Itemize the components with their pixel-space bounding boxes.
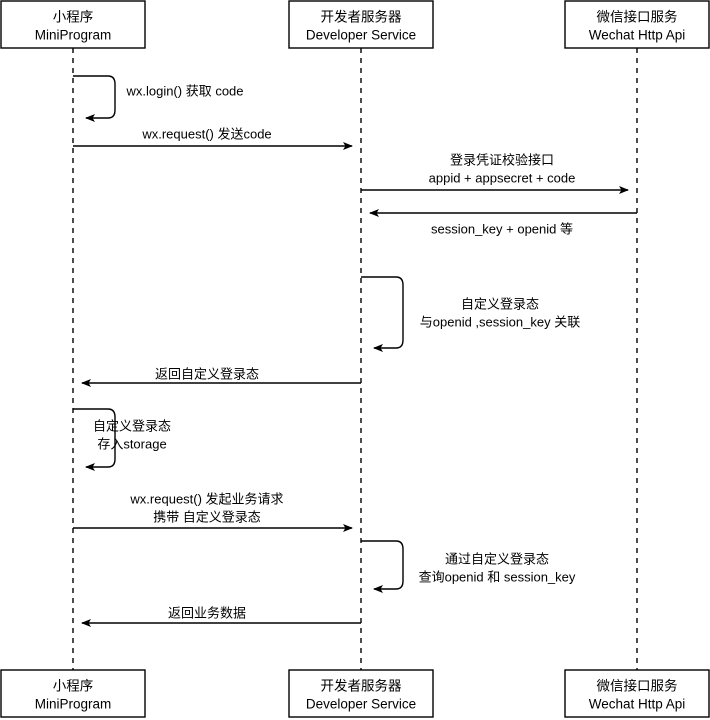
participant-box-developer-service-bottom[interactable]: 开发者服务器 Developer Service [288, 669, 434, 718]
message-wx-request-business[interactable]: wx.request() 发起业务请求 携带 自定义登录态 [73, 491, 353, 532]
message-session-key-openid[interactable]: session_key + openid 等 [369, 209, 637, 236]
participant-title-en: MiniProgram [35, 697, 112, 712]
participant-box-rect [288, 0, 434, 49]
participant-title-cn: 开发者服务器 [321, 679, 402, 694]
message-self-query-openid[interactable]: 通过自定义登录态 查询openid 和 session_key [361, 540, 576, 593]
participant-box-rect [564, 669, 710, 718]
message-login-credential-verify[interactable]: 登录凭证校验接口 appid + appsecret + code [361, 152, 629, 194]
message-label-line2: 存入storage [97, 436, 166, 451]
message-label-line2: 查询openid 和 session_key [419, 569, 576, 584]
message-label: wx.login() 获取 code [125, 83, 243, 98]
message-label-line2: 携带 自定义登录态 [153, 509, 261, 524]
participant-box-rect [564, 0, 710, 49]
lifelines-group [72, 48, 638, 670]
self-loop-path [361, 276, 404, 352]
message-self-custom-login-state[interactable]: 自定义登录态 与openid ,session_key 关联 [361, 276, 580, 352]
message-label: 返回自定义登录态 [155, 366, 259, 381]
participant-title-en: Wechat Http Api [589, 697, 686, 712]
self-loop-path [73, 408, 116, 471]
participant-box-rect [0, 669, 146, 718]
self-loop-path [361, 540, 404, 593]
participant-box-rect [0, 0, 146, 49]
participant-title-cn: 微信接口服务 [597, 9, 678, 25]
participant-title-cn: 小程序 [53, 10, 94, 25]
participant-title-en: MiniProgram [35, 28, 112, 43]
message-label-line1: 登录凭证校验接口 [450, 152, 554, 167]
message-return-business-data[interactable]: 返回业务数据 [81, 605, 361, 627]
participant-title-cn: 开发者服务器 [321, 10, 402, 25]
participant-title-cn: 小程序 [53, 679, 94, 694]
participant-box-rect [288, 669, 434, 718]
message-return-custom-login-state[interactable]: 返回自定义登录态 [81, 366, 361, 387]
participant-title-en: Developer Service [306, 697, 416, 712]
message-label: session_key + openid 等 [431, 221, 573, 236]
participant-box-miniprogram-top[interactable]: 小程序 MiniProgram [0, 0, 146, 49]
message-self-store-login-state[interactable]: 自定义登录态 存入storage [73, 408, 171, 471]
participant-title-cn: 微信接口服务 [597, 678, 678, 694]
participant-box-wechat-http-api-bottom[interactable]: 微信接口服务 Wechat Http Api [564, 669, 710, 718]
participant-title-en: Developer Service [306, 28, 416, 43]
self-loop-path [73, 75, 116, 122]
message-wx-request-send-code[interactable]: wx.request() 发送code [73, 126, 353, 150]
message-self-wx-login[interactable]: wx.login() 获取 code [73, 75, 244, 122]
message-label: wx.request() 发送code [141, 126, 271, 141]
message-label: 返回业务数据 [168, 605, 246, 620]
message-label-line1: 通过自定义登录态 [445, 551, 549, 566]
message-label-line2: 与openid ,session_key 关联 [420, 314, 580, 329]
participant-box-developer-service-top[interactable]: 开发者服务器 Developer Service [288, 0, 434, 49]
participant-box-miniprogram-bottom[interactable]: 小程序 MiniProgram [0, 669, 146, 718]
message-label-line1: wx.request() 发起业务请求 [129, 491, 283, 506]
message-label-line1: 自定义登录态 [93, 418, 171, 433]
participant-title-en: Wechat Http Api [589, 28, 686, 43]
message-label-line2: appid + appsecret + code [429, 170, 576, 185]
participant-box-wechat-http-api-top[interactable]: 微信接口服务 Wechat Http Api [564, 0, 710, 49]
message-label-line1: 自定义登录态 [461, 296, 539, 311]
